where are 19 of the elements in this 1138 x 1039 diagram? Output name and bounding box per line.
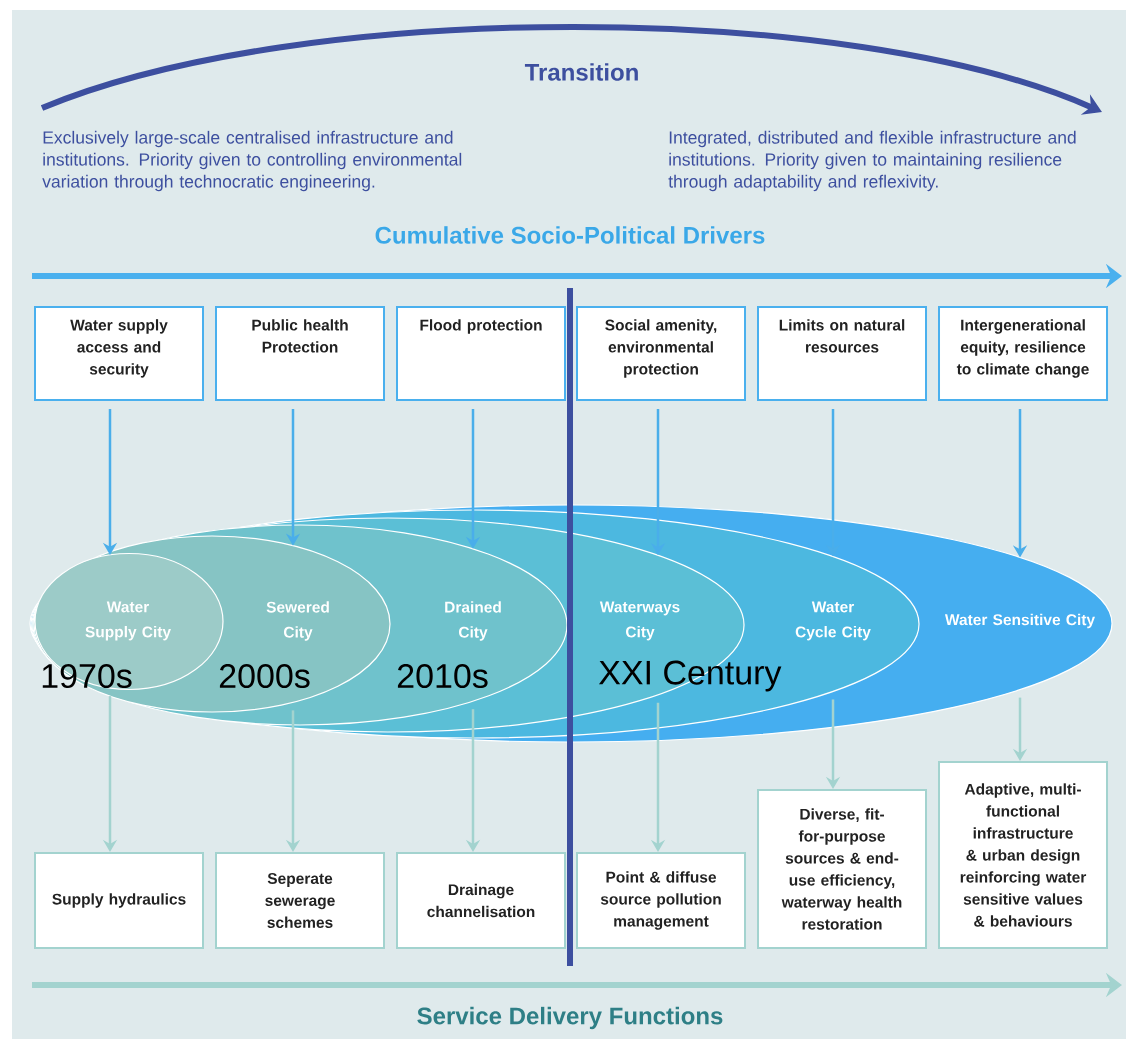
heading: Service Delivery Functions — [417, 1006, 723, 1030]
year-label: 2010s — [397, 663, 488, 689]
function-box: Drainage channelisation — [396, 852, 566, 949]
driver-box: Social amenity, environmental protection — [576, 306, 746, 401]
description: Exclusively large-scale centralised infrastructure and institutions. Priority given to controlling environmental variation through technocratic engineering. — [42, 130, 462, 192]
description: Integrated, distributed and flexible infrastructure and institutions. Priority given to maintaining resilience through adaptability and reflexivity. — [668, 130, 1076, 192]
function-box: Adaptive, multi-functional infrastructure & urban design reinforcing water sensitive values & behaviours — [938, 761, 1108, 949]
year-label: 1970s — [42, 663, 132, 689]
function-box: Seperate sewerage schemes — [215, 852, 385, 949]
heading: Cumulative Socio-Political Drivers — [375, 226, 765, 244]
title: Transition — [524, 63, 638, 81]
driver-box: Water supply access and security — [34, 306, 204, 401]
function-box: Point & diffuse source pollution management — [576, 852, 746, 949]
driver-box: Intergenerational equity, resilience to climate change — [938, 306, 1108, 401]
function-box: Supply hydraulics — [34, 852, 204, 949]
function-box: Diverse, fit-for-purpose sources & end-use efficiency, waterway health restoration — [757, 789, 927, 949]
driver-box: Flood protection — [396, 306, 566, 401]
driver-box: Public health Protection — [215, 306, 385, 401]
driver-box: Limits on natural resources — [757, 306, 927, 401]
